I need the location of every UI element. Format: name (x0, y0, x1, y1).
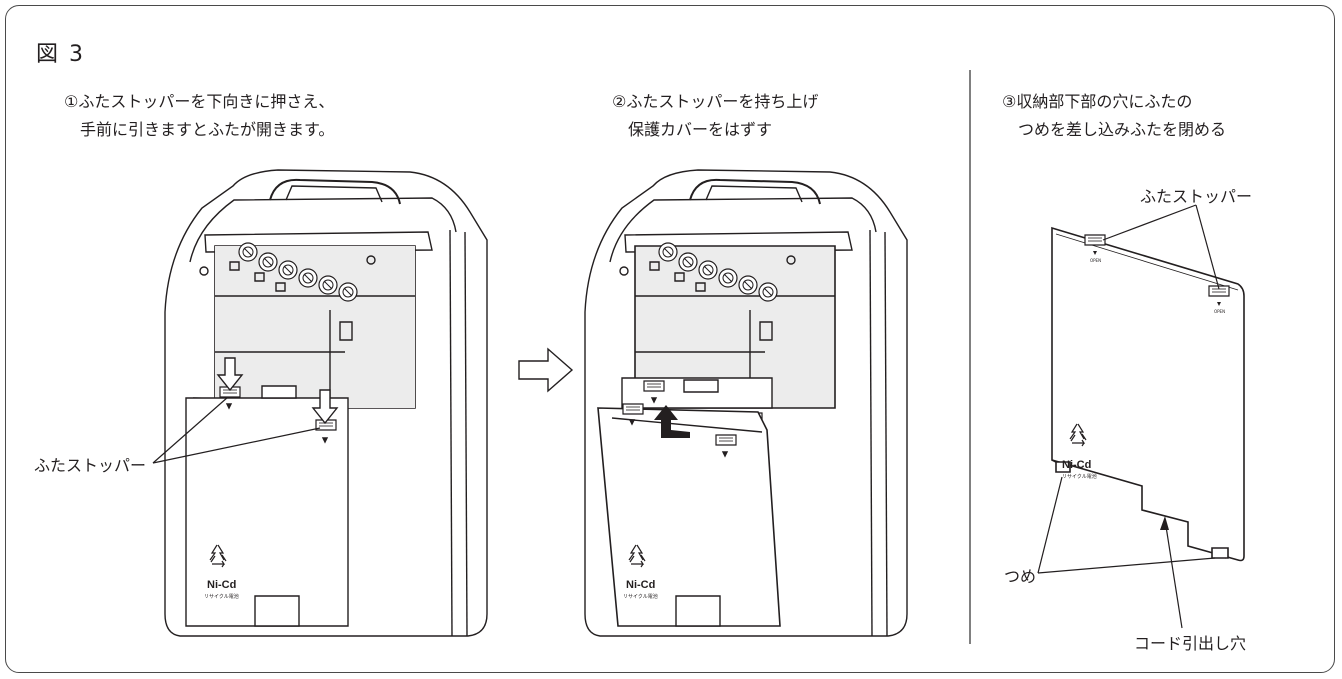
battery-note-2: リサイクル電池 (623, 593, 658, 600)
claw-leader (1038, 477, 1215, 573)
arrow-right-icon (519, 349, 572, 391)
battery-note-3: リサイクル電池 (1062, 473, 1097, 480)
step-1-text: ①ふたストッパーを下向きに押さえ、 手前に引きますとふたが開きます。 (64, 92, 335, 139)
figure-title: 図 3 (36, 42, 85, 67)
figure-frame (5, 5, 1335, 673)
battery-brand-1: Ni-Cd (207, 579, 236, 591)
label-stopper-right: ふたストッパー (1140, 187, 1253, 206)
open-mark-1: OPEN (1090, 258, 1101, 263)
arrow-up-icon (654, 405, 690, 438)
label-cord-hole: コード引出し穴 (1134, 634, 1247, 653)
cover-panel (1052, 228, 1244, 561)
stopper-leader-right (1103, 205, 1219, 289)
battery-note-1: リサイクル電池 (204, 593, 239, 600)
step-3-text: ③収納部下部の穴にふたの つめを差し込みふたを閉める (1002, 92, 1227, 139)
label-stopper-left: ふたストッパー (34, 456, 147, 475)
arrow-down-icon (1160, 516, 1169, 530)
step-2-text: ②ふたストッパーを持ち上げ 保護カバーをはずす (612, 92, 819, 139)
device-2 (585, 170, 907, 636)
device-1 (165, 170, 487, 636)
battery-brand-2: Ni-Cd (626, 579, 655, 591)
open-mark-2: OPEN (1214, 309, 1225, 314)
battery-brand-3: Ni-Cd (1062, 459, 1091, 471)
stopper-leader-left (153, 397, 320, 463)
label-claw: つめ (1004, 567, 1037, 586)
